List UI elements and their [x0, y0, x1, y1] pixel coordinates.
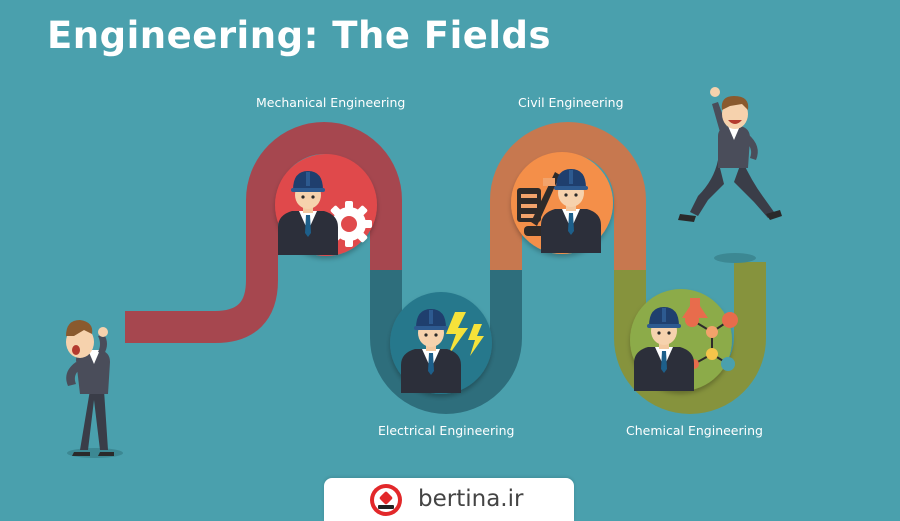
label-electrical-engineering: Electrical Engineering — [378, 423, 515, 438]
label-civil-engineering: Civil Engineering — [518, 95, 624, 110]
path-segment-electrical — [370, 270, 522, 414]
landing-shadow — [714, 253, 756, 263]
construction-icon — [517, 172, 560, 236]
label-mechanical-engineering: Mechanical Engineering — [256, 95, 406, 110]
confused-man-figure — [66, 320, 114, 456]
jumping-man-figure — [678, 87, 782, 222]
watermark-badge[interactable]: bertina.ir — [324, 478, 574, 521]
bertina-logo-icon — [370, 483, 402, 516]
lightning-icon — [446, 312, 484, 356]
label-chemical-engineering: Chemical Engineering — [626, 423, 763, 438]
watermark-text: bertina.ir — [418, 486, 524, 512]
gear-icon — [326, 201, 372, 247]
page-title: Engineering: The Fields — [47, 14, 552, 57]
path-segment-mechanical — [125, 122, 402, 343]
path-segment-civil — [490, 122, 646, 270]
